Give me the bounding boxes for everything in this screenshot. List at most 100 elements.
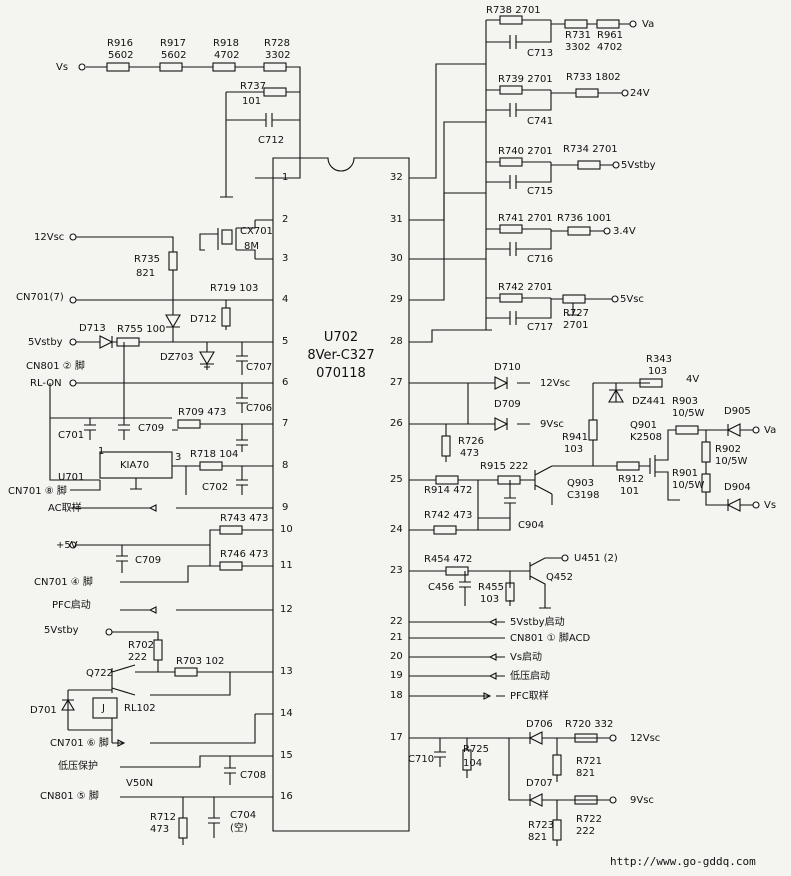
label-c716: C716 (527, 254, 554, 265)
label-dz703: DZ703 (160, 352, 194, 363)
label-r915: R915 222 (480, 461, 529, 472)
label-r728-val: 3302 (265, 50, 291, 61)
label-r719: R719 103 (210, 283, 259, 294)
pin-30: 30 (390, 253, 403, 264)
ic-date: 070118 (316, 366, 366, 381)
label-relay: J (102, 703, 105, 714)
label-r455-val: 103 (480, 594, 500, 605)
label-q452: Q452 (546, 572, 573, 583)
label-r917-val: 5602 (161, 50, 187, 61)
label-c709b: C709 (135, 555, 162, 566)
label-r902-val: 10/5W (715, 456, 748, 467)
label-signal-19: 低压启动 (510, 671, 550, 682)
label-r916: R916 (107, 38, 134, 49)
label-r743: R743 473 (220, 513, 269, 524)
pin-22: 22 (390, 616, 403, 627)
label-12vsc-b: 12Vsc (630, 733, 661, 744)
label-r918-val: 4702 (214, 50, 240, 61)
pin-10: 10 (280, 524, 293, 535)
label-r742-b: R742 473 (424, 510, 473, 521)
label-5vstby-out: 5Vstby (621, 160, 656, 171)
label-k2508: K2508 (630, 432, 663, 443)
label-vs2: Vs (764, 500, 777, 511)
label-9vsc-r: 9Vsc (540, 419, 564, 430)
pin-5: 5 (282, 336, 289, 347)
label-r741: R741 2701 (498, 213, 553, 224)
pin-6: 6 (282, 377, 289, 388)
label-r712: R712 (150, 812, 177, 823)
pin-9: 9 (282, 502, 289, 513)
pin-23: 23 (390, 565, 403, 576)
label-r726: R726 (458, 436, 485, 447)
label-r731-val: 3302 (565, 42, 591, 53)
pin-14: 14 (280, 708, 293, 719)
label-u451: U451 (2) (574, 553, 618, 564)
ic-part: 8Ver-C327 (307, 348, 375, 363)
pin-17: 17 (390, 732, 403, 743)
label-r733: R733 1802 (566, 72, 621, 83)
label-r738: R738 2701 (486, 5, 541, 16)
pin-2: 2 (282, 214, 289, 225)
ic-body (272, 157, 410, 832)
pin-27: 27 (390, 377, 403, 388)
pin-32: 32 (390, 172, 403, 183)
pin-21: 21 (390, 632, 403, 643)
label-r722-val: 222 (576, 826, 596, 837)
pin-28: 28 (390, 336, 403, 347)
label-pin-1: 1 (98, 446, 105, 457)
label-q722: Q722 (86, 668, 113, 679)
label-r731: R731 (565, 30, 592, 41)
label-c456: C456 (428, 582, 455, 593)
label-r727-val: 2701 (563, 320, 589, 331)
label-r718: R718 104 (190, 449, 239, 460)
label-c904: C904 (518, 520, 545, 531)
label-r903: R903 (672, 396, 699, 407)
pin-19: 19 (390, 670, 403, 681)
label-r735: R735 (134, 254, 161, 265)
label-c717: C717 (527, 322, 554, 333)
label-r746: R746 473 (220, 549, 269, 560)
label-cn801-5: CN801 ⑤ 脚 (40, 791, 99, 802)
pin-3: 3 (282, 253, 289, 264)
pin-20: 20 (390, 651, 403, 662)
label-r739: R739 2701 (498, 74, 553, 85)
label-c702: C702 (202, 482, 229, 493)
label-d713: D713 (79, 323, 106, 334)
label-9vsc-b: 9Vsc (630, 795, 654, 806)
label-r343-val: 103 (648, 366, 668, 377)
label-r702: R702 (128, 640, 155, 651)
pin-18: 18 (390, 690, 403, 701)
pin-1: 1 (282, 172, 289, 183)
label-r755: R755 100 (117, 324, 166, 335)
label-signal-21: CN801 ① 脚ACD (510, 633, 591, 644)
label-r914: R914 472 (424, 485, 473, 496)
label-r709: R709 473 (178, 407, 227, 418)
label-d904: D904 (724, 482, 751, 493)
label-r723-val: 821 (528, 832, 548, 843)
label-d712: D712 (190, 314, 217, 325)
label-vs: Vs (56, 62, 69, 73)
label-r740: R740 2701 (498, 146, 553, 157)
label-va2: Va (764, 425, 777, 436)
label-c712: C712 (258, 135, 285, 146)
label-r721: R721 (576, 756, 603, 767)
label-c704: C704 (230, 810, 257, 821)
label-4v: 4V (686, 374, 700, 385)
label-pin-3: 3 (175, 452, 182, 463)
label-r918: R918 (213, 38, 240, 49)
label-kia70: KIA70 (120, 460, 150, 471)
pin-29: 29 (390, 294, 403, 305)
left-pin-leads (255, 177, 273, 798)
label-signal-22: 5Vstby启动 (510, 617, 565, 628)
label-c715: C715 (527, 186, 554, 197)
pin-7: 7 (282, 418, 289, 429)
label-r961-val: 4702 (597, 42, 623, 53)
label-r735-val: 821 (136, 268, 156, 279)
label-r720: R720 332 (565, 719, 614, 730)
pin-16: 16 (280, 791, 293, 802)
label-cn701-8: CN701 ⑧ 脚 (8, 486, 67, 497)
label-r941-val: 103 (564, 444, 584, 455)
label-r703: R703 102 (176, 656, 225, 667)
label-plus5v: +5V (56, 540, 78, 551)
